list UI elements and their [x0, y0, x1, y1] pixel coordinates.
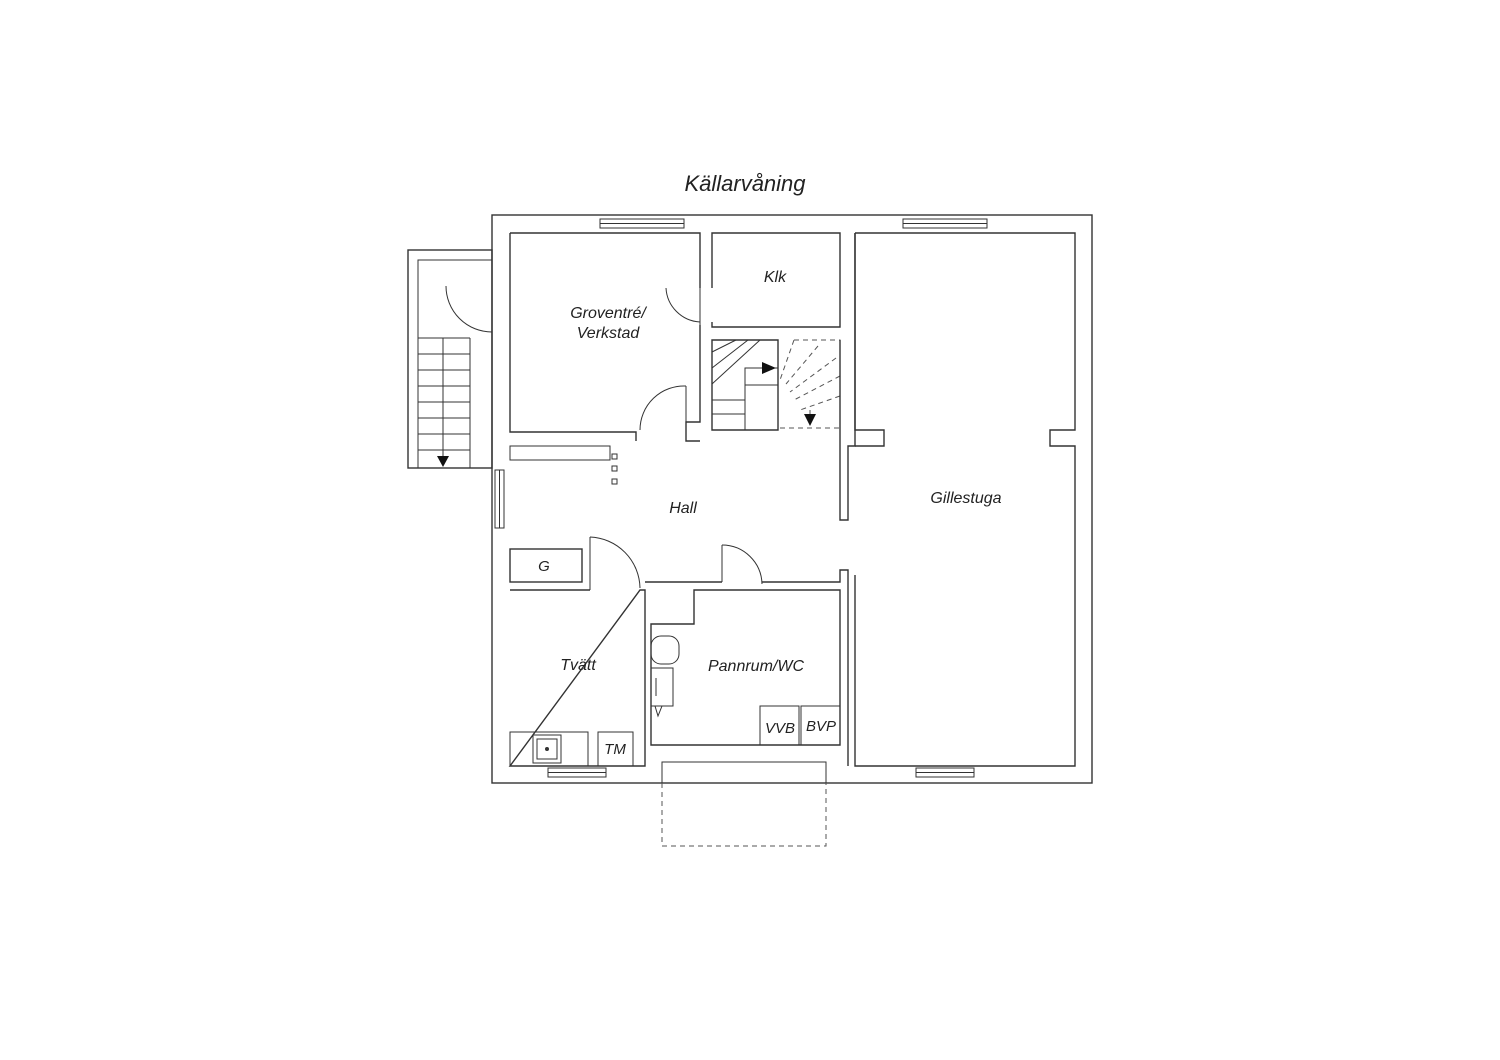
- door-swing-icon: [589, 536, 641, 590]
- internal-stair: [711, 339, 841, 431]
- outer-wall-outline: [491, 214, 1093, 784]
- bvp-box: [800, 705, 841, 746]
- room-klk: Klk: [711, 232, 841, 328]
- door-swing-icon: [639, 385, 687, 431]
- room-label-pannrum-wc: Pannrum/WC: [708, 658, 804, 675]
- room-label-klk: Klk: [764, 269, 787, 286]
- room-label-g: G: [538, 558, 550, 575]
- arrow-down-icon: [804, 414, 816, 426]
- tm-box: [597, 731, 634, 767]
- arrow-down-icon: [437, 456, 449, 467]
- stairs-icon: [418, 337, 471, 468]
- room-groventre: Groventré/ Verkstad: [509, 232, 701, 442]
- room-label-tm: TM: [604, 741, 626, 758]
- room-gillestuga: Gillestuga: [854, 232, 1076, 767]
- room-label-vvb: VVB: [765, 720, 795, 737]
- hall-shelf: [509, 445, 611, 461]
- room-tvatt: TM Tvätt: [508, 536, 646, 767]
- toilet-icon: [650, 635, 680, 718]
- plan-title: Källarvåning: [684, 171, 806, 196]
- door-swing-icon: [721, 544, 763, 585]
- outer-walls: [491, 214, 1093, 784]
- room-label-bvp: BVP: [806, 718, 836, 735]
- arrow-right-icon: [762, 362, 776, 374]
- external-stair-outline: [407, 249, 493, 469]
- external-stair: [407, 249, 493, 469]
- vvb-box: [759, 705, 800, 746]
- external-stair-inner: [417, 259, 493, 469]
- room-label-hall: Hall: [669, 500, 697, 517]
- room-label-verkstad: Verkstad: [577, 325, 641, 342]
- door-swing-icon: [665, 287, 701, 325]
- g-closet-outline: [509, 548, 583, 583]
- door-swing-icon: [445, 285, 493, 336]
- sink-icon: [532, 734, 562, 764]
- room-pannrum-wc: VVB BVP Pannrum/WC: [645, 544, 849, 766]
- room-label-tvatt: Tvätt: [560, 657, 596, 674]
- room-label-groventre: Groventré/: [570, 305, 647, 322]
- room-g: G: [509, 548, 583, 583]
- windows: [494, 218, 988, 778]
- counter: [509, 731, 589, 767]
- room-hall: Hall: [509, 233, 885, 521]
- terrace: [661, 761, 827, 847]
- stairs-icon: [711, 339, 779, 431]
- room-label-gillestuga: Gillestuga: [930, 490, 1001, 507]
